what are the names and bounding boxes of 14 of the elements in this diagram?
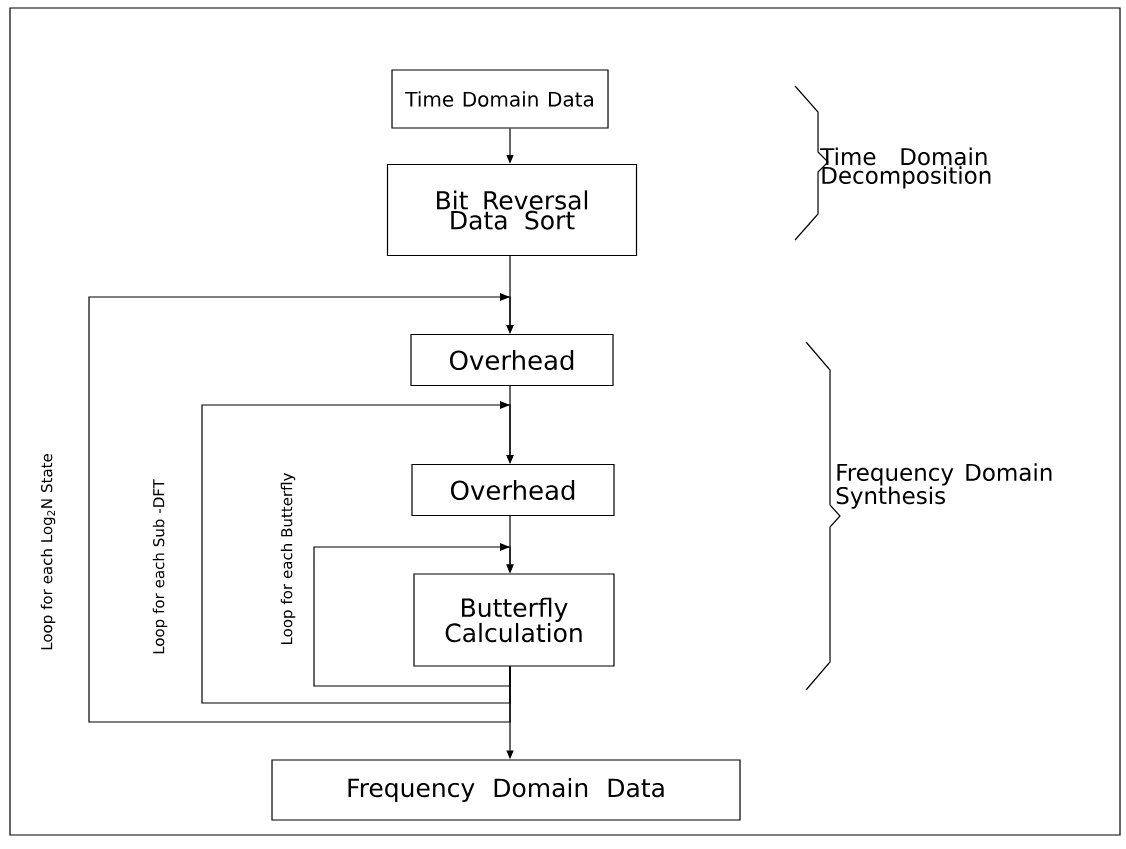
edge-label: Loop for each Butterfly	[280, 473, 296, 644]
process-box: Overhead	[411, 463, 615, 517]
group-label: Frequency Domain Synthesis	[836, 463, 1052, 509]
loop-arrow	[88, 293, 514, 723]
process-box: Overhead	[410, 333, 614, 387]
edge-label: Loop for each Log$_{2}$N State	[40, 454, 56, 650]
process-box: Bit Reversal Data Sort	[386, 163, 638, 257]
process-box: Butterfly Calculation	[413, 573, 615, 667]
group-label: Time Domain Decomposition	[820, 147, 991, 189]
loop-arrow	[313, 543, 514, 687]
process-box: Frequency Domain Data	[271, 759, 741, 821]
edge-label: Loop for each Sub -DFT	[152, 479, 168, 654]
process-box: Time Domain Data	[391, 69, 609, 129]
loop-arrow	[201, 401, 514, 704]
